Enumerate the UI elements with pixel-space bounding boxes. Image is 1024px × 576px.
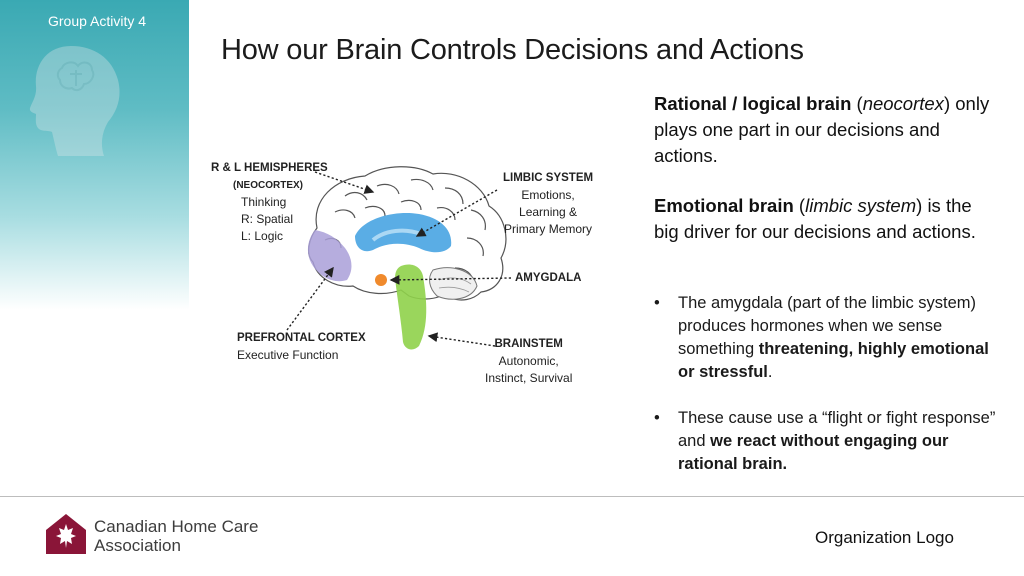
amygdala-label: AMYGDALA <box>515 270 581 287</box>
organization-name: Canadian Home Care Association <box>94 517 258 555</box>
bullet-end: . <box>767 363 773 381</box>
hemispheres-label: R & L HEMISPHERES (NEOCORTEX) Thinking R… <box>211 160 328 245</box>
hemispheres-sub: (NEOCORTEX) <box>233 180 303 191</box>
bullet-bold-text: we react without engaging our rational b… <box>678 432 949 473</box>
amygdala-region <box>375 274 387 286</box>
brain-diagram: R & L HEMISPHERES (NEOCORTEX) Thinking R… <box>205 150 605 390</box>
neocortex-term: neocortex <box>862 93 944 114</box>
head-silhouette-icon <box>29 46 120 156</box>
limbic-line: Primary Memory <box>504 222 593 236</box>
org-name-line: Association <box>94 536 181 555</box>
limbic-title: LIMBIC SYSTEM <box>503 172 594 184</box>
brain-illustration <box>286 166 512 350</box>
organization-logo-placeholder: Organization Logo <box>815 528 954 547</box>
emotional-brain-paragraph: Emotional brain (limbic system) is the b… <box>654 195 976 242</box>
bullet-list: The amygdala (part of the limbic system)… <box>654 292 999 499</box>
brainstem-region <box>395 264 427 350</box>
brainstem-label: BRAINSTEM Autonomic, Instinct, Survival <box>485 336 572 387</box>
emotional-brain-text: is the big driver for our decisions and … <box>654 195 976 242</box>
bullet-text: These cause use a “flight or fight respo… <box>678 409 996 450</box>
hemispheres-line: R: Spatial <box>241 212 294 226</box>
page-title: How our Brain Controls Decisions and Act… <box>221 34 804 66</box>
hemispheres-line: Thinking <box>241 195 287 209</box>
hemispheres-line: L: Logic <box>241 229 284 243</box>
rational-brain-term: Rational / logical brain <box>654 93 852 114</box>
brainstem-line: Instinct, Survival <box>485 371 573 385</box>
rational-brain-paragraph: Rational / logical brain (neocortex) onl… <box>654 93 990 166</box>
limbic-label: LIMBIC SYSTEM Emotions, Learning & Prima… <box>503 170 593 238</box>
side-panel: Group Activity 4 <box>0 0 189 310</box>
limbic-line: Emotions, <box>521 188 575 202</box>
emotional-brain-term: Emotional brain <box>654 195 794 216</box>
limbic-line: Learning & <box>519 205 578 219</box>
prefrontal-label: PREFRONTAL CORTEX Executive Function <box>237 330 366 364</box>
activity-label: Group Activity 4 <box>48 13 147 29</box>
limbic-system-region <box>355 212 452 253</box>
org-name-line: Canadian Home Care <box>94 517 259 536</box>
bullet-text: The amygdala (part of the limbic system)… <box>678 294 977 358</box>
limbic-system-term: limbic system <box>805 195 917 216</box>
brainstem-line: Autonomic, <box>498 354 559 368</box>
maple-house-logo-icon <box>46 514 86 554</box>
rational-brain-text: only plays one part in our decisions and… <box>654 93 990 166</box>
prefrontal-cortex-region <box>307 230 352 282</box>
prefrontal-line: Executive Function <box>237 348 339 362</box>
footer-divider <box>0 496 1024 497</box>
bullet-amygdala: The amygdala (part of the limbic system)… <box>654 292 999 384</box>
brainstem-title: BRAINSTEM <box>494 338 563 350</box>
amygdala-title: AMYGDALA <box>515 272 582 284</box>
hemispheres-title: R & L HEMISPHERES <box>211 162 328 174</box>
prefrontal-title: PREFRONTAL CORTEX <box>237 332 366 344</box>
bullet-bold-text: threatening, highly emotional or stressf… <box>678 340 989 381</box>
bullet-flight-or-fight: These cause use a “flight or fight respo… <box>654 407 999 476</box>
cerebellum-region <box>429 267 478 300</box>
